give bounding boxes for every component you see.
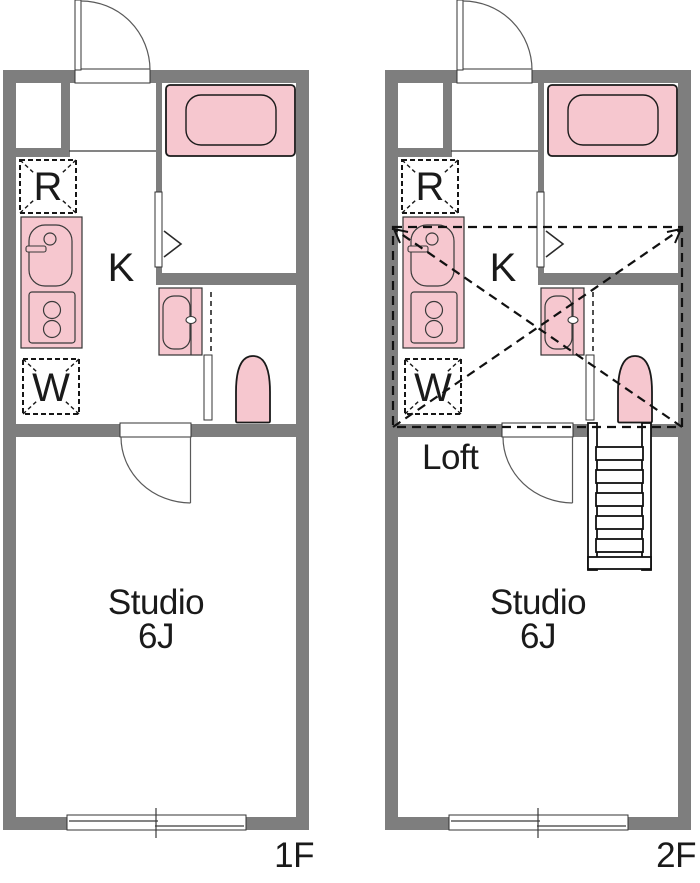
bathtub-inner: [185, 94, 277, 146]
room-door-opening: [501, 422, 574, 438]
floorplan-1f: R W: [3, 0, 315, 875]
outer-wall-top: [3, 70, 309, 83]
washer-label: W: [32, 366, 70, 410]
bathtub: [165, 84, 296, 157]
refrigerator-space: R: [401, 159, 459, 214]
loft-label: Loft: [422, 438, 479, 477]
loft-diagonal: [392, 228, 682, 428]
washer-space: W: [22, 358, 80, 415]
entrance-door-swing-arc: [80, 0, 151, 71]
bathtub: [547, 84, 678, 157]
stove-burner: [424, 300, 444, 320]
bathroom-wall-stub: [156, 260, 162, 276]
bathroom-door-panel: [536, 191, 545, 268]
vanity-faucet-icon: [185, 315, 197, 325]
bathroom-wall-vertical: [538, 83, 544, 192]
room-door-swing-arc: [502, 436, 573, 504]
loft-outline: [391, 225, 684, 429]
bathroom-door-chevron-icon: [545, 230, 565, 258]
entrance-door-leaf: [456, 0, 464, 71]
washer-label: W: [414, 366, 452, 410]
window: [66, 808, 247, 838]
ladder-rung: [595, 515, 644, 530]
room-door-opening: [119, 422, 192, 438]
outer-wall-left: [385, 70, 398, 830]
vanity-faucet-icon: [567, 315, 579, 325]
entrance-door-leaf: [74, 0, 82, 71]
room-label: Studio: [108, 583, 204, 622]
refrigerator-label: R: [34, 165, 63, 209]
stove: [410, 291, 458, 344]
kitchen-faucet-lever: [407, 245, 429, 253]
room-door: [119, 422, 192, 504]
outer-wall-top: [385, 70, 691, 83]
kitchen-counter: [20, 216, 83, 349]
kitchen-sink: [28, 224, 73, 287]
loft-ladder: [587, 422, 652, 571]
entrance-opening: [456, 68, 533, 84]
washer-space: W: [404, 358, 462, 415]
outer-wall-right: [678, 70, 691, 830]
kitchen-sink: [410, 224, 455, 287]
kitchen-counter: [402, 216, 465, 349]
closet-area: [398, 83, 443, 148]
outer-wall-right: [296, 70, 309, 830]
floorplan-2f: R W: [385, 0, 697, 875]
stove-burner: [42, 300, 62, 320]
vanity-sink: [158, 287, 203, 356]
refrigerator-space: R: [19, 159, 77, 214]
loft-diagonal: [393, 228, 683, 428]
bathtub-inner: [567, 94, 659, 146]
ladder-rung: [595, 492, 644, 507]
closet-wall-right: [443, 83, 452, 157]
room-door: [501, 422, 574, 504]
loft-arrowhead-icon: [392, 227, 409, 244]
room-size-label: 6J: [138, 617, 174, 656]
ladder-rung: [595, 469, 644, 484]
bathroom-door: [154, 191, 183, 268]
ladder-foot-bar: [587, 556, 652, 570]
loft-arrowhead-icon: [666, 227, 683, 244]
stove-burner: [424, 319, 444, 339]
kitchen-faucet-lever: [25, 245, 47, 253]
closet-area: [16, 83, 61, 148]
room-label: Studio: [490, 583, 586, 622]
bathroom-wall-vertical: [156, 83, 162, 192]
bathroom-wall-stub: [538, 260, 544, 276]
kitchen-faucet-icon: [425, 232, 439, 246]
ladder-rung: [595, 538, 644, 553]
entrance-opening: [74, 68, 151, 84]
bathroom-door-panel: [154, 191, 163, 268]
room-door-swing-arc: [120, 436, 191, 504]
bathroom-door-chevron-icon: [163, 230, 183, 258]
stove: [28, 291, 76, 344]
toilet: [235, 355, 271, 424]
entrance-door-swing-arc: [462, 0, 533, 71]
window: [448, 808, 629, 838]
kitchen-label: K: [490, 246, 517, 290]
ladder-rung: [595, 446, 644, 461]
bathroom-wall-bottom: [156, 273, 296, 285]
closet-wall-bottom: [16, 148, 70, 157]
toilet-room-door: [203, 354, 213, 421]
closet-wall-bottom: [398, 148, 452, 157]
stove-burner: [42, 319, 62, 339]
partition-wall-left: [3, 424, 120, 437]
loft-boundary: [391, 225, 684, 429]
kitchen-faucet-icon: [43, 232, 57, 246]
bathroom-door: [536, 191, 565, 268]
closet-wall-right: [61, 83, 70, 157]
toilet: [617, 355, 653, 424]
floor-label-2f: 2F: [656, 836, 696, 875]
refrigerator-label: R: [416, 165, 445, 209]
room-size-label: 6J: [520, 617, 556, 656]
outer-wall-left: [3, 70, 16, 830]
partition-wall-right: [191, 424, 309, 437]
toilet-room-door: [585, 354, 595, 421]
floor-label-1f: 1F: [274, 836, 314, 875]
entrance-door: [456, 0, 533, 84]
entrance-door: [74, 0, 151, 84]
kitchen-label: K: [108, 246, 135, 290]
